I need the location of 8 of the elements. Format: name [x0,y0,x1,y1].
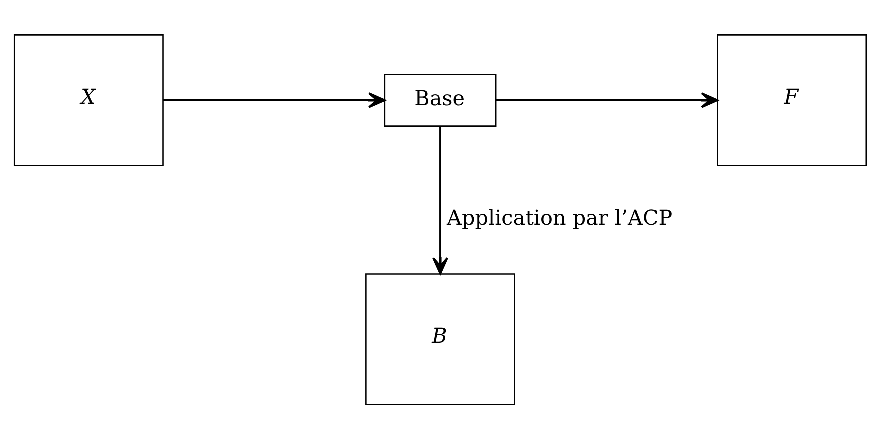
node-box: Base [384,73,496,126]
node-box: B [365,273,515,405]
arrow [496,92,718,108]
edge-label: Application par l’ACP [446,205,672,230]
node-box: X [13,34,164,166]
arrow [432,126,448,274]
arrow [162,92,386,108]
node-box: F [716,34,867,166]
